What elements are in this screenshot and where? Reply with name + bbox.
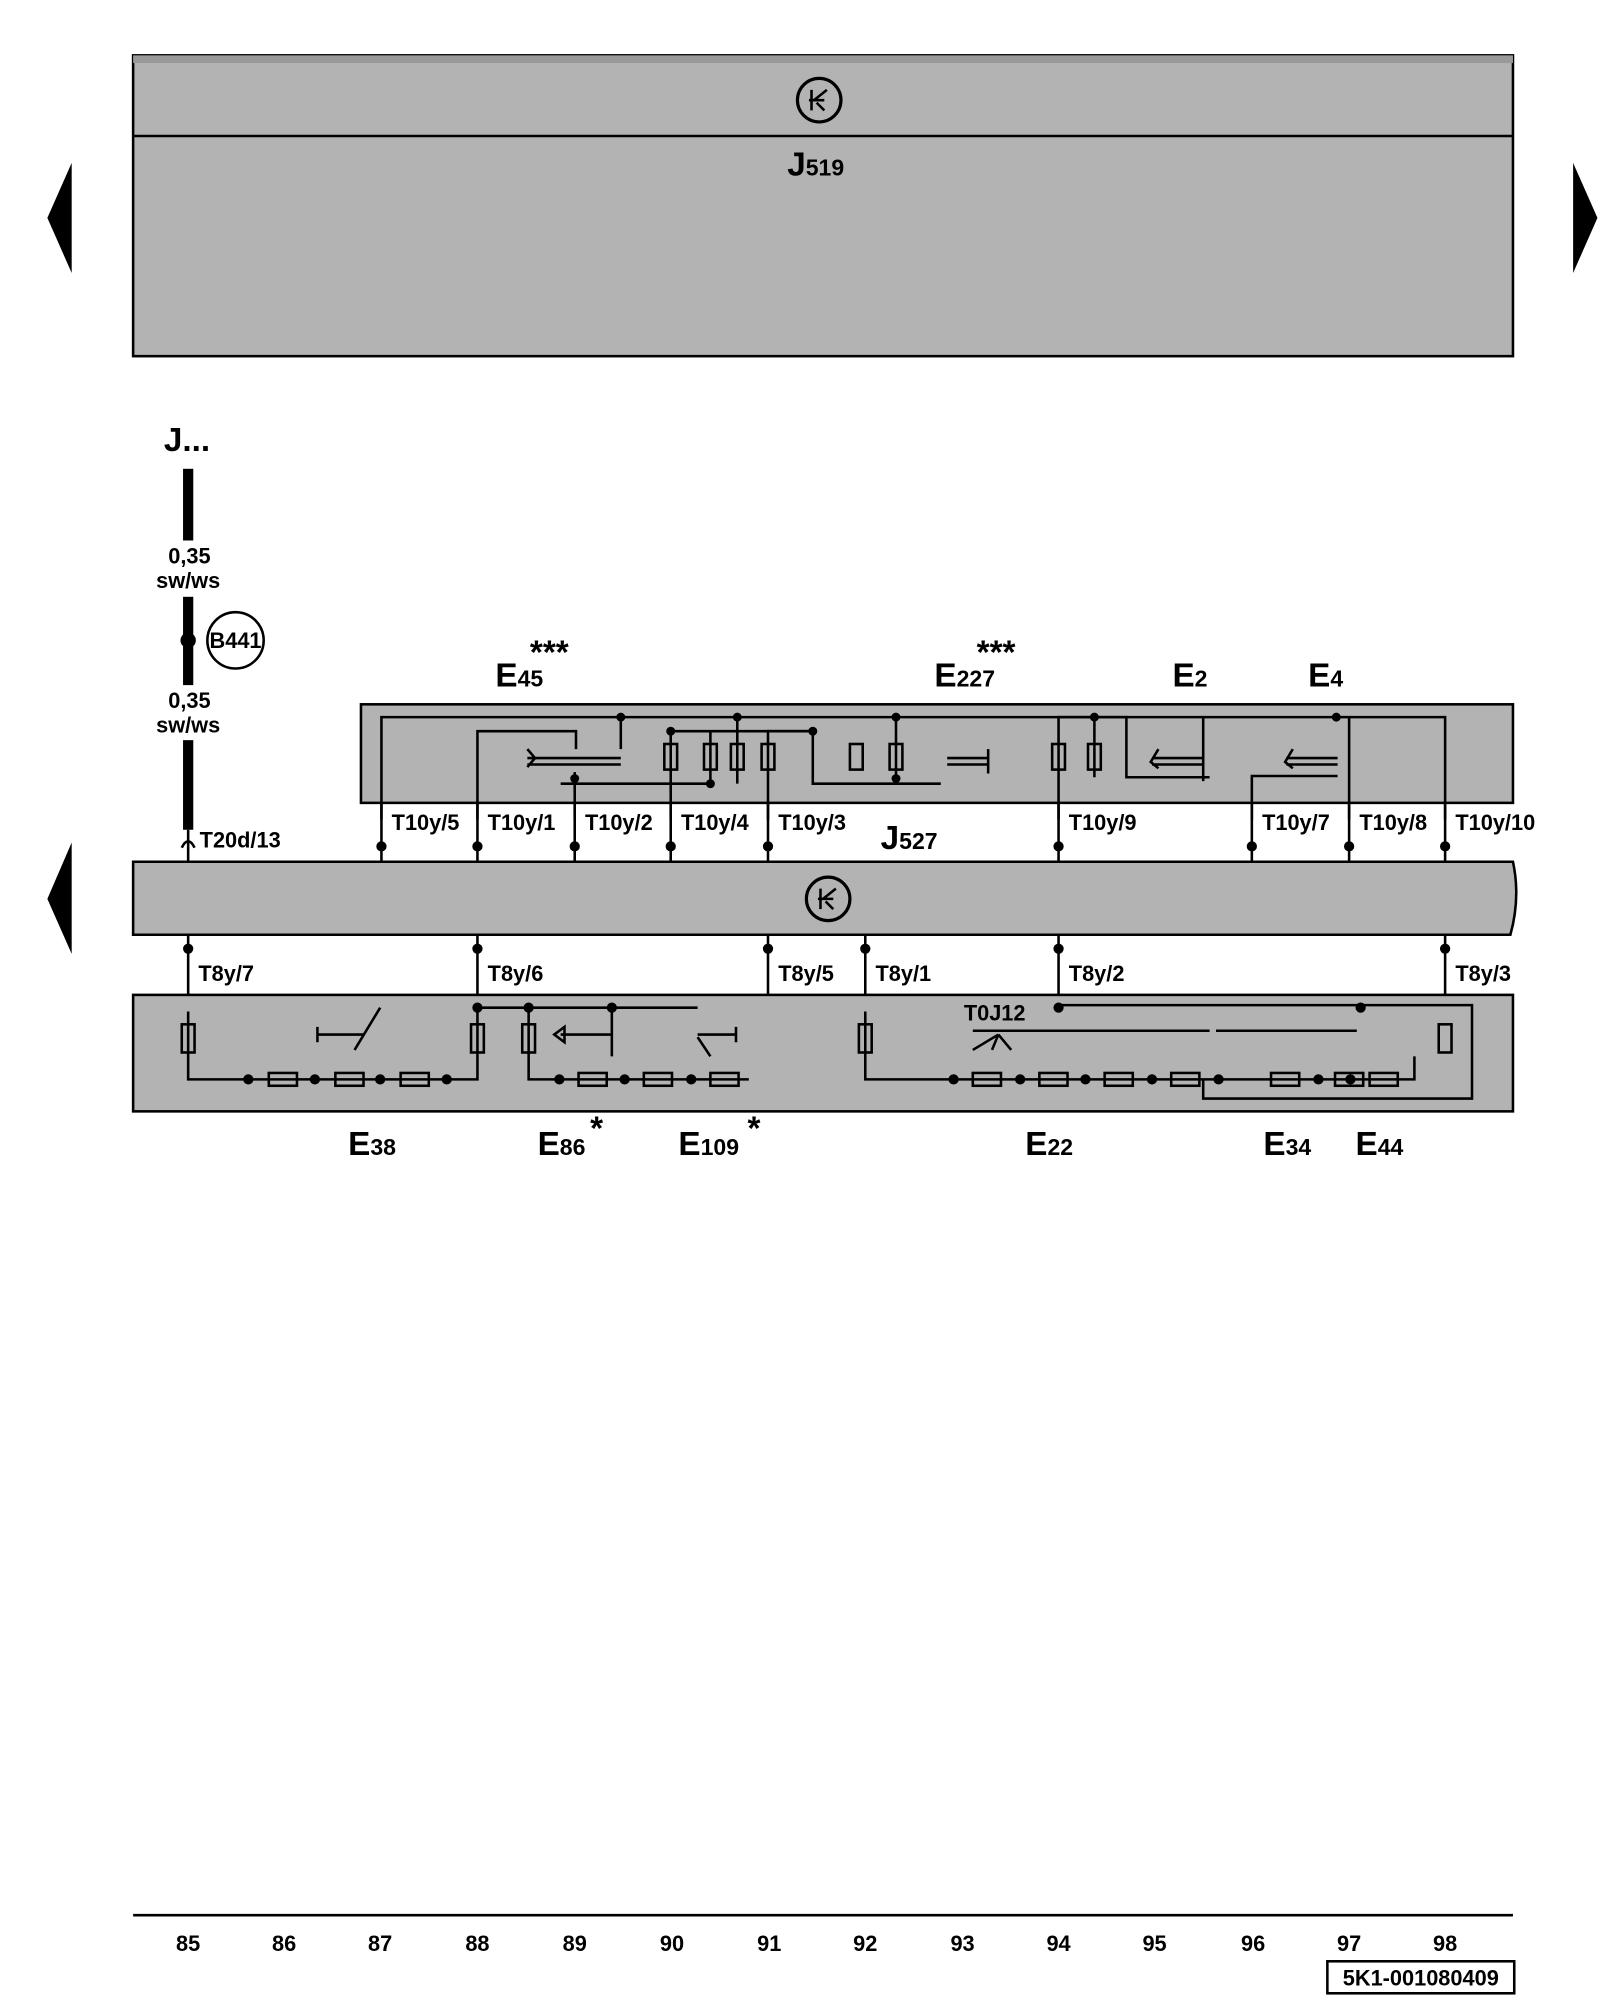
svg-text:E86: E86: [538, 1126, 586, 1163]
control-unit-icon: [795, 76, 843, 124]
svg-text:E2: E2: [1172, 657, 1207, 694]
svg-text:*: *: [748, 1111, 761, 1148]
lower-switch-module: T0J12: [131, 993, 1515, 1113]
connector-label: T8y/6: [488, 961, 544, 986]
track-number: 88: [465, 1931, 489, 1956]
source-label: J...: [164, 422, 210, 459]
connector-label: T8y/3: [1455, 961, 1511, 986]
internal-label: T0J12: [964, 1000, 1026, 1025]
connector-label: T8y/7: [198, 961, 254, 986]
connector-label: T10y/3: [778, 810, 846, 835]
svg-text:E227: E227: [934, 657, 995, 694]
track-number: 93: [950, 1931, 974, 1956]
splice-circle: [206, 610, 265, 670]
connector-label: T10y/9: [1069, 810, 1137, 835]
svg-text:J527: J527: [881, 820, 938, 857]
track-number: 90: [660, 1931, 684, 1956]
module-label: J519: [787, 147, 844, 184]
svg-text:*: *: [590, 1111, 603, 1148]
upper-switch-module: [359, 703, 1515, 820]
source-wire[interactable]: J... 0,35 sw/ws B441 0,35 sw/ws T20d/13: [156, 422, 281, 862]
connector-label: T10y/2: [585, 810, 653, 835]
track-number: 96: [1241, 1931, 1265, 1956]
svg-text:E22: E22: [1025, 1126, 1073, 1163]
lower-component-labels: E38 E86 * E109 * E22 E34 E44: [348, 1111, 1403, 1163]
module-j527[interactable]: J527: [131, 820, 1518, 937]
wire-color: sw/ws: [156, 712, 220, 737]
svg-text:5K1-001080409: 5K1-001080409: [1343, 1966, 1499, 1991]
track-number: 91: [757, 1931, 781, 1956]
svg-text:E4: E4: [1308, 657, 1343, 694]
track-number: 87: [368, 1931, 392, 1956]
upper-component-labels: E45 *** E227 *** E2 E4: [495, 634, 1343, 694]
track-number: 85: [176, 1931, 200, 1956]
connector-label: T8y/2: [1069, 961, 1125, 986]
next-page-arrow[interactable]: [1573, 162, 1598, 273]
track-number: 86: [272, 1931, 296, 1956]
upper-connectors: T10y/5 T10y/1 T10y/2 T10y/4 T10y/3 T10y/…: [376, 802, 1535, 862]
track-number: 89: [563, 1931, 587, 1956]
svg-text:E44: E44: [1356, 1126, 1404, 1163]
control-unit-icon: [804, 875, 852, 923]
wire-color: sw/ws: [156, 568, 220, 593]
connector-label: T10y/8: [1359, 810, 1427, 835]
wire-size: 0,35: [168, 544, 210, 569]
svg-text:***: ***: [530, 634, 569, 671]
track-number: 94: [1046, 1931, 1070, 1956]
connector-label: T10y/1: [488, 810, 556, 835]
splice-label: B441: [210, 628, 262, 653]
connector-label: T10y/7: [1262, 810, 1330, 835]
prev-page-arrow[interactable]: [47, 162, 72, 273]
track-number-ruler: 85 86 87 88 89 90 91 92 93 94 95 96 97 98: [133, 1913, 1513, 1956]
connector-label: T10y/5: [392, 810, 460, 835]
connector-label: T8y/5: [778, 961, 834, 986]
connector-label: T20d/13: [200, 828, 281, 853]
track-number: 92: [853, 1931, 877, 1956]
connector-label: T10y/10: [1455, 810, 1535, 835]
wire-size: 0,35: [168, 688, 210, 713]
connector-label: T8y/1: [876, 961, 932, 986]
track-number: 97: [1337, 1931, 1361, 1956]
svg-text:E109: E109: [678, 1126, 739, 1163]
svg-text:***: ***: [977, 634, 1016, 671]
track-number: 95: [1142, 1931, 1166, 1956]
svg-text:E34: E34: [1263, 1126, 1311, 1163]
prev-section-arrow[interactable]: [47, 842, 72, 954]
document-id: 5K1-001080409: [1326, 1960, 1516, 1995]
module-j519[interactable]: J519: [131, 54, 1515, 358]
connector-label: T10y/4: [681, 810, 749, 835]
svg-text:E45: E45: [495, 657, 543, 694]
svg-text:E38: E38: [348, 1126, 396, 1163]
track-number: 98: [1433, 1931, 1457, 1956]
